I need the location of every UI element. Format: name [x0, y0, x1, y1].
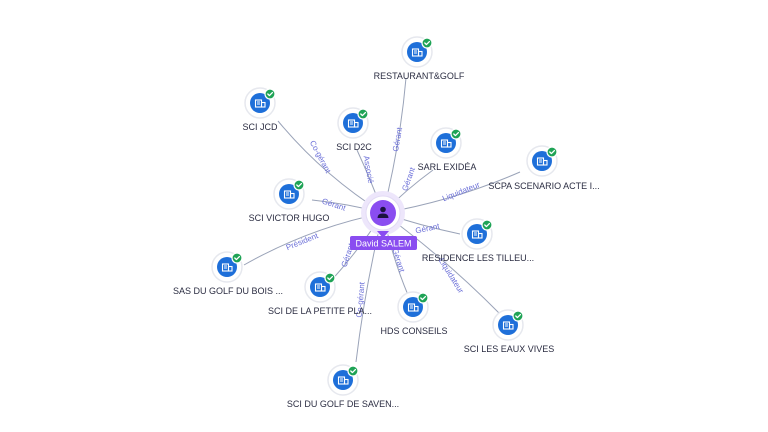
verified-check-icon: [417, 292, 429, 304]
building-icon: [337, 376, 349, 385]
company-icon-bg: [310, 277, 330, 297]
check-mark: [453, 131, 460, 137]
center-label: David SALEM: [355, 239, 411, 249]
company-label: SCI DE LA PETITE PLA...: [268, 306, 372, 316]
check-mark: [296, 182, 303, 188]
company-icon-bg: [498, 315, 518, 335]
company-icon-bg: [436, 133, 456, 153]
company-label: SCI VICTOR HUGO: [249, 213, 330, 223]
company-icon-bg: [279, 184, 299, 204]
building-icon: [471, 230, 483, 239]
company-node-scpa-scenario[interactable]: SCPA SCENARIO ACTE I...: [488, 145, 600, 191]
verified-check-icon: [512, 310, 524, 322]
edge-label-sci-d2c: Associé: [362, 155, 376, 185]
company-icon-bg: [407, 42, 427, 62]
company-node-sci-eaux-vives[interactable]: SCI LES EAUX VIVES: [464, 309, 555, 354]
verified-check-icon: [264, 88, 276, 100]
company-node-residence-tilleuls[interactable]: RESIDENCE LES TILLEU...: [422, 218, 534, 263]
company-icon-bg: [333, 370, 353, 390]
company-label: HDS CONSEILS: [380, 326, 447, 336]
check-mark: [327, 275, 334, 281]
company-node-sci-golf-saven[interactable]: SCI DU GOLF DE SAVEN...: [287, 364, 399, 409]
company-node-sci-petite-pla[interactable]: SCI DE LA PETITE PLA...: [268, 271, 372, 316]
company-node-sas-golf-bois[interactable]: SAS DU GOLF DU BOIS ...: [173, 251, 283, 296]
company-label: RESIDENCE LES TILLEU...: [422, 253, 534, 263]
check-mark: [424, 40, 431, 46]
verified-check-icon: [421, 37, 433, 49]
verified-check-icon: [347, 365, 359, 377]
verified-check-icon: [293, 179, 305, 191]
edge-label-sci-golf-saven: Co-gérant: [354, 281, 366, 318]
company-icon-bg: [403, 297, 423, 317]
edge-label-restaurant-golf: Gérant: [391, 126, 404, 152]
company-label: SCPA SCENARIO ACTE I...: [488, 181, 599, 191]
building-icon: [440, 139, 452, 148]
verified-check-icon: [481, 219, 493, 231]
check-mark: [549, 149, 556, 155]
building-icon: [283, 190, 295, 199]
edge-label-sarl-exidea: Gérant: [400, 165, 417, 192]
company-icon-bg: [343, 113, 363, 133]
company-label: SCI JCD: [242, 122, 278, 132]
building-icon: [254, 99, 266, 108]
company-node-sci-d2c[interactable]: SCI D2C: [336, 107, 372, 152]
check-mark: [420, 295, 427, 301]
verified-check-icon: [546, 146, 558, 158]
edge-label-sas-golf-bois: Président: [285, 231, 320, 252]
edge-label-sci-victor-hugo: Gérant: [321, 197, 348, 213]
verified-check-icon: [231, 252, 243, 264]
center-person-node[interactable]: David SALEM: [350, 191, 417, 250]
company-node-sci-victor-hugo[interactable]: SCI VICTOR HUGO: [249, 178, 330, 223]
verified-check-icon: [357, 108, 369, 120]
company-label: SAS DU GOLF DU BOIS ...: [173, 286, 283, 296]
company-node-restaurant-golf[interactable]: RESTAURANT&GOLF: [374, 36, 465, 81]
company-label: SARL EXIDÉA: [418, 162, 477, 172]
check-mark: [515, 313, 522, 319]
company-icon-bg: [532, 151, 552, 171]
company-label: SCI DU GOLF DE SAVEN...: [287, 399, 399, 409]
center-pin-tail: [377, 231, 389, 238]
company-node-sci-jcd[interactable]: SCI JCD: [242, 87, 278, 132]
company-icon-bg: [467, 224, 487, 244]
building-icon: [502, 321, 514, 330]
person-icon: [377, 206, 389, 218]
company-icon-bg: [250, 93, 270, 113]
building-icon: [314, 283, 326, 292]
building-icon: [407, 303, 419, 312]
edge-label-hds-conseils: Gérant: [390, 247, 406, 274]
nodes-layer: RESTAURANT&GOLF SCI JCD SCI D2C SARL EXIDÉA…: [173, 36, 600, 409]
company-label: SCI LES EAUX VIVES: [464, 344, 555, 354]
building-icon: [347, 119, 359, 128]
check-mark: [360, 111, 367, 117]
edge-label-scpa-scenario: Liquidateur: [441, 180, 481, 203]
check-mark: [350, 368, 357, 374]
verified-check-icon: [324, 272, 336, 284]
check-mark: [484, 222, 491, 228]
building-icon: [536, 157, 548, 166]
verified-check-icon: [450, 128, 462, 140]
building-icon: [411, 48, 423, 57]
company-label: RESTAURANT&GOLF: [374, 71, 465, 81]
company-node-sarl-exidea[interactable]: SARL EXIDÉA: [418, 127, 477, 172]
company-node-hds-conseils[interactable]: HDS CONSEILS: [380, 291, 448, 336]
company-icon-bg: [217, 257, 237, 277]
check-mark: [267, 91, 274, 97]
company-label: SCI D2C: [336, 142, 372, 152]
person-icon-bg: [370, 200, 396, 226]
check-mark: [234, 255, 241, 261]
center-label-bg: [350, 236, 417, 250]
building-icon: [221, 263, 233, 272]
